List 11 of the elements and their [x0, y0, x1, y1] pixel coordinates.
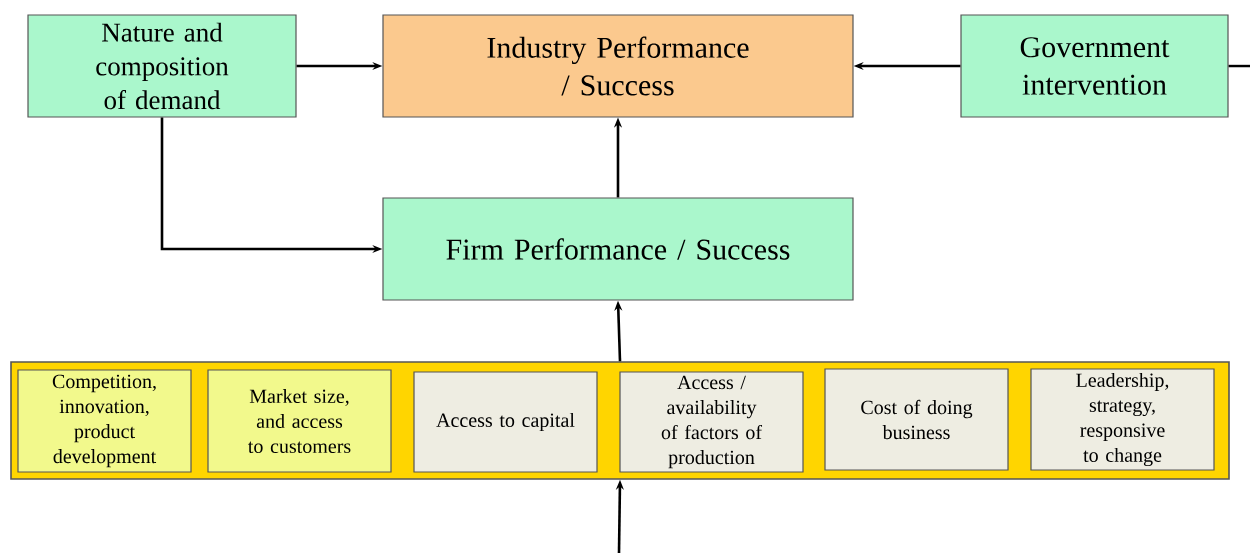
factor-box: Cost of doing business	[824, 368, 1009, 471]
factor-box: Access / availability of factors of production	[619, 371, 804, 473]
process-box: Firm Performance / Success	[382, 197, 854, 301]
factor-box: Competition, innovation, product development	[17, 369, 192, 473]
process-box: Industry Performance / Success	[382, 14, 854, 118]
connector-line	[1228, 64, 1250, 68]
factor-box: Leadership, strategy, responsive to change	[1030, 368, 1215, 471]
factor-box: Access to capital	[413, 371, 598, 473]
process-box: Nature and composition of demand	[27, 14, 297, 118]
process-box: Government intervention	[960, 14, 1229, 118]
factor-box: Market size, and access to customers	[207, 369, 392, 473]
